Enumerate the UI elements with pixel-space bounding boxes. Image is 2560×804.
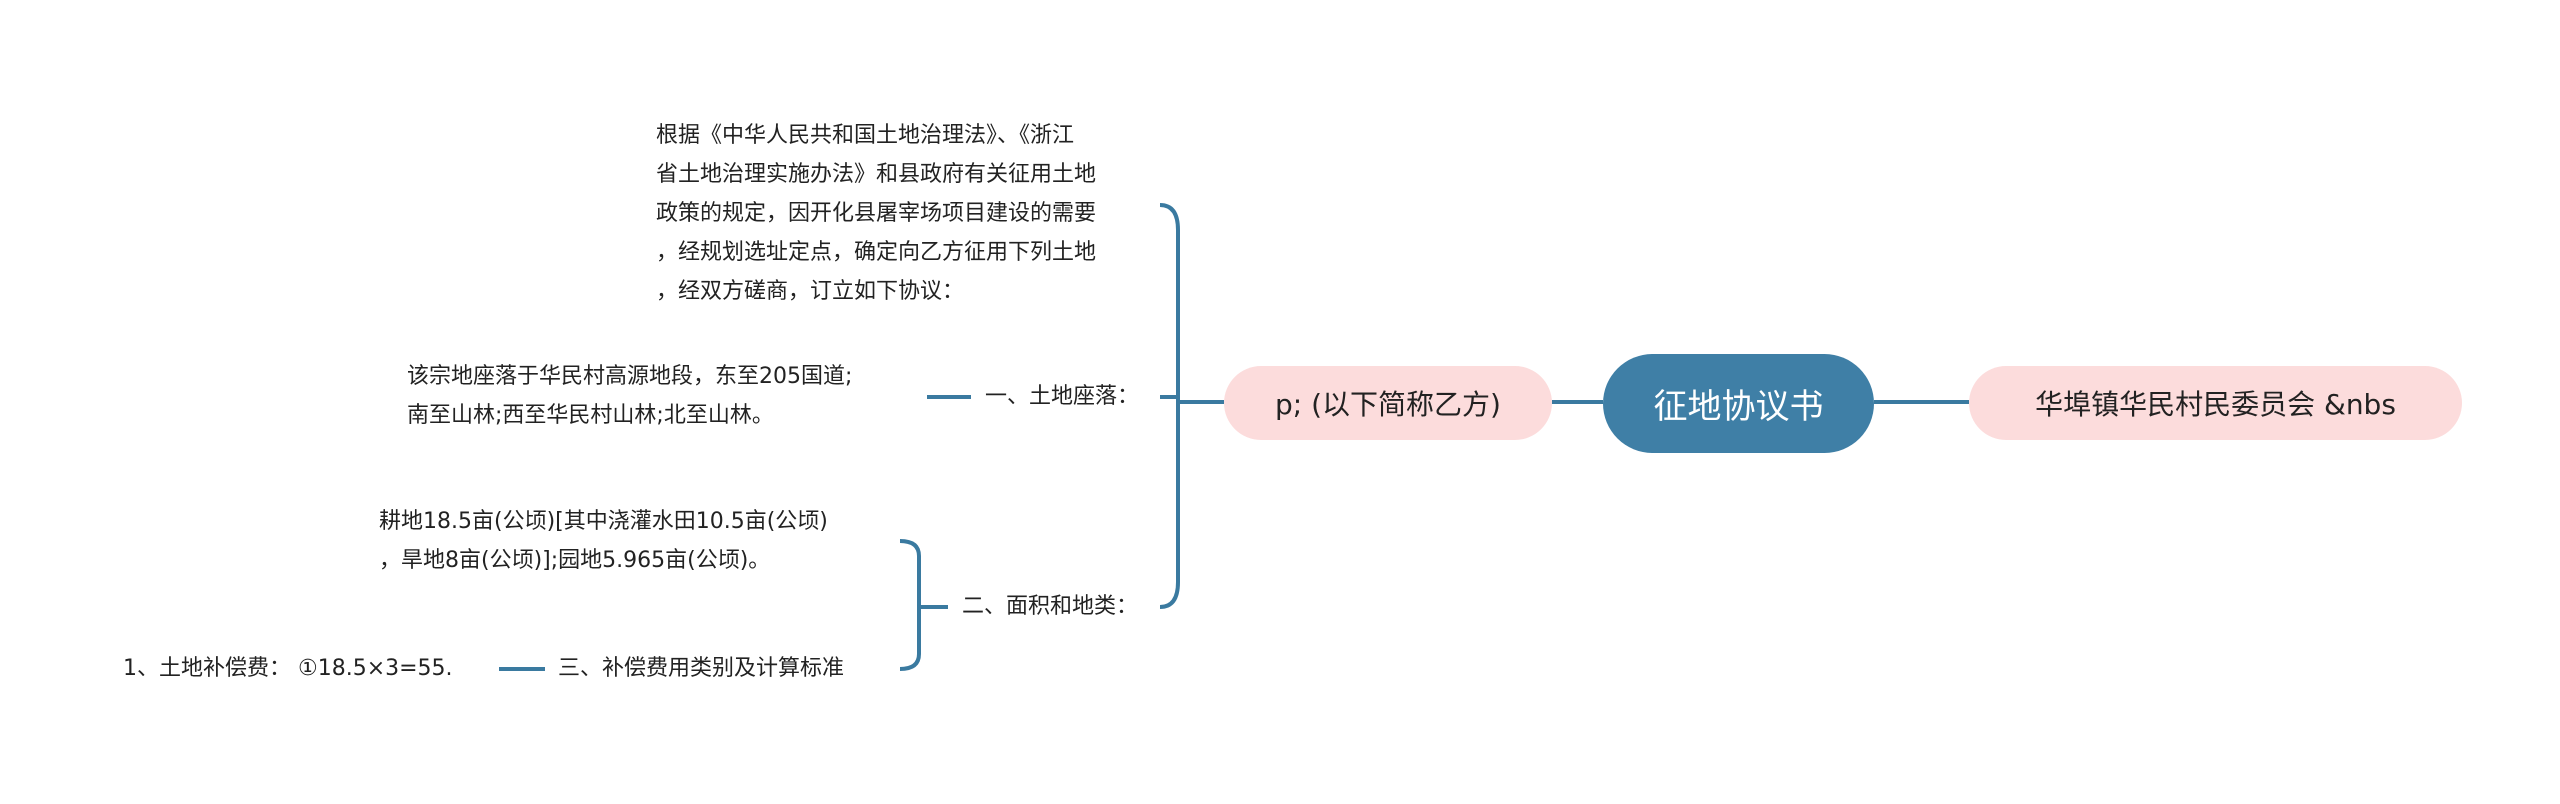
root-node[interactable]: 征地协议书 [1603, 354, 1874, 453]
intro-line: 政策的规定，因开化县屠宰场项目建设的需要 [656, 201, 1097, 226]
intro-line: ，经双方磋商，订立如下协议： [656, 279, 965, 304]
section2-label[interactable]: 二、面积和地类： [962, 594, 1139, 619]
left-node[interactable]: p; (以下简称乙方) [1224, 366, 1552, 440]
section1-detail[interactable]: 该宗地座落于华民村高源地段，东至205国道; 南至山林;西至华民村山林;北至山林… [407, 357, 852, 435]
right-node-label: 华埠镇华民村民委员会 &nbs [2035, 388, 2396, 421]
left-node-label: p; (以下简称乙方) [1275, 388, 1501, 421]
right-node[interactable]: 华埠镇华民村民委员会 &nbs [1969, 366, 2462, 440]
bracket-main [1159, 203, 1180, 609]
section3-detail[interactable]: 1、土地补偿费： ①18.5×3=55. [123, 656, 453, 681]
section1-detail-line: 南至山林;西至华民村山林;北至山林。 [407, 403, 774, 428]
intro-line: ，经规划选址定点，确定向乙方征用下列土地 [656, 240, 1097, 265]
bracket-section2 [899, 539, 921, 671]
intro-text[interactable]: 根据《中华人民共和国土地治理法》、《浙江 省土地治理实施办法》和县政府有关征用土… [656, 116, 1096, 311]
section3-label[interactable]: 三、补偿费用类别及计算标准 [558, 656, 845, 681]
root-label: 征地协议书 [1653, 387, 1824, 427]
intro-line: 省土地治理实施办法》和县政府有关征用土地 [656, 162, 1097, 187]
section2-detail-line: ，旱地8亩(公顷)];园地5.965亩(公顷)。 [379, 548, 771, 573]
section2-detail-line: 耕地18.5亩(公顷)[其中浇灌水田10.5亩(公顷) [379, 509, 828, 534]
section1-detail-line: 该宗地座落于华民村高源地段，东至205国道; [407, 364, 853, 389]
intro-line: 根据《中华人民共和国土地治理法》、《浙江 [656, 123, 1075, 148]
section1-label[interactable]: 一、土地座落： [985, 384, 1140, 409]
section2-detail[interactable]: 耕地18.5亩(公顷)[其中浇灌水田10.5亩(公顷) ，旱地8亩(公顷)];园… [379, 502, 828, 580]
